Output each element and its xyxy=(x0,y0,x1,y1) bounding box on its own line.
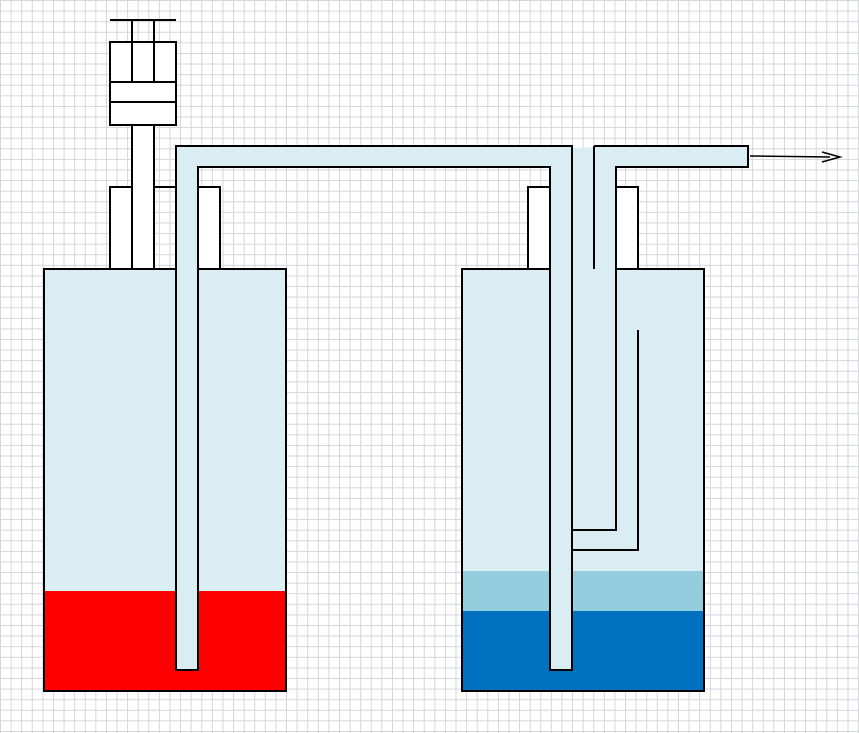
right-bottle-neck-left xyxy=(527,186,551,270)
left-bottle-neck-right xyxy=(197,186,221,270)
outlet-tube xyxy=(571,145,749,551)
connecting-tube xyxy=(175,145,573,671)
stopcock-valve xyxy=(109,19,177,126)
left-bottle-red-liquid xyxy=(45,591,285,690)
outlet-tube-fill xyxy=(573,147,747,529)
left-bottle xyxy=(43,19,287,692)
right-bottle-light-blue-layer xyxy=(463,571,703,611)
right-bottle-neck-right xyxy=(615,186,639,270)
left-bottle-neck-center xyxy=(131,124,155,270)
left-bottle-neck-left xyxy=(109,186,133,270)
outlet-arrow-icon xyxy=(749,151,843,163)
connecting-tube-body xyxy=(175,145,573,671)
right-bottle-blue-liquid xyxy=(463,611,703,690)
